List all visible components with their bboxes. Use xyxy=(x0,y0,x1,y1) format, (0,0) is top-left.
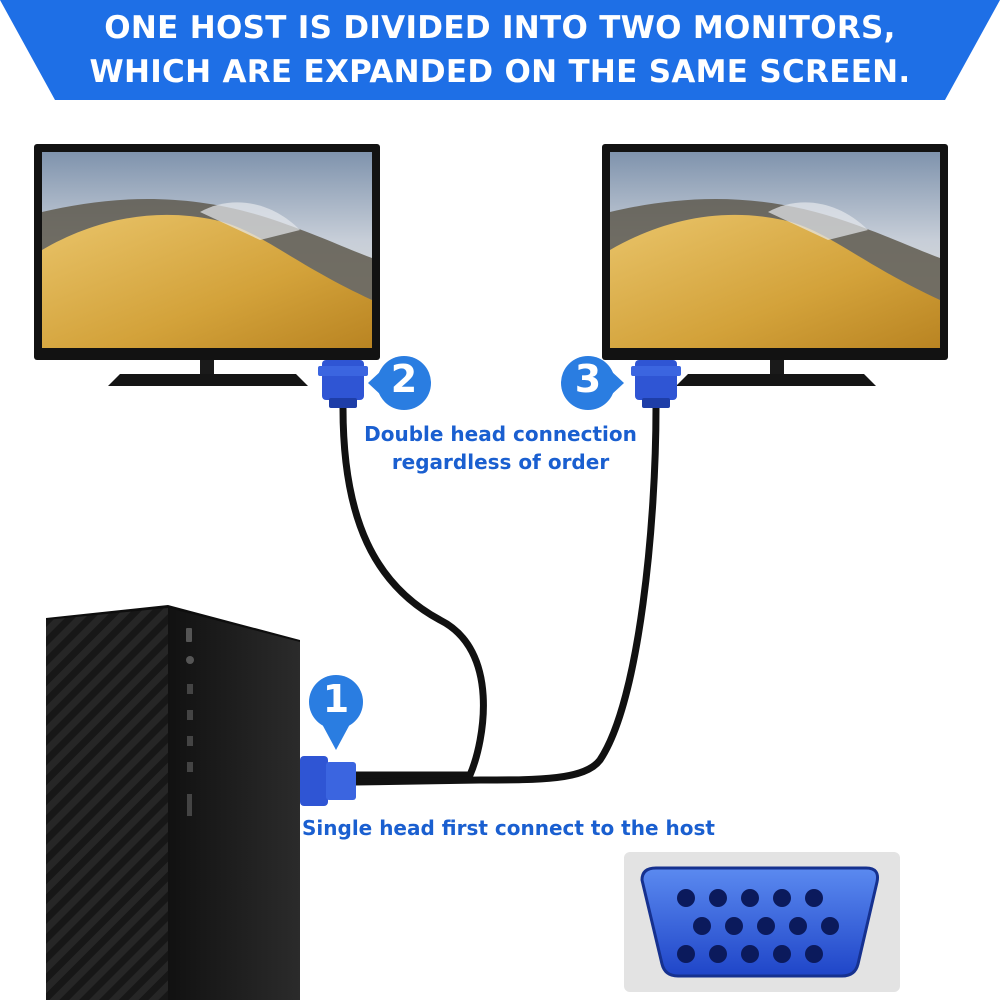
step-badge-3 xyxy=(561,356,624,410)
desktop-tower xyxy=(46,605,300,1000)
vga-port-closeup xyxy=(624,852,900,992)
banner-shape xyxy=(0,0,1000,100)
step-badge-2 xyxy=(368,356,431,410)
caption-double-line-2: regardless of order xyxy=(391,450,610,474)
vga-splitter-cable xyxy=(339,404,660,786)
vga-connector-host xyxy=(300,756,356,806)
monitor-right xyxy=(602,144,948,386)
step-badge-1 xyxy=(309,675,363,750)
caption-double-line-1: Double head connection xyxy=(364,422,637,446)
vga-connector-right xyxy=(631,360,681,408)
step-number-1: 1 xyxy=(322,677,350,721)
caption-single-head: Single head first connect to the host xyxy=(302,816,715,840)
banner-title-line-1: ONE HOST IS DIVIDED INTO TWO MONITORS, xyxy=(104,10,896,46)
header-banner: ONE HOST IS DIVIDED INTO TWO MONITORS, W… xyxy=(0,0,1000,100)
monitor-left xyxy=(34,144,380,386)
caption-double-head: Double head connection regardless of ord… xyxy=(358,420,643,476)
step-number-3: 3 xyxy=(574,357,602,401)
banner-title-line-2: WHICH ARE EXPANDED ON THE SAME SCREEN. xyxy=(89,54,911,90)
vga-connector-left xyxy=(318,360,368,408)
step-number-2: 2 xyxy=(390,357,418,401)
